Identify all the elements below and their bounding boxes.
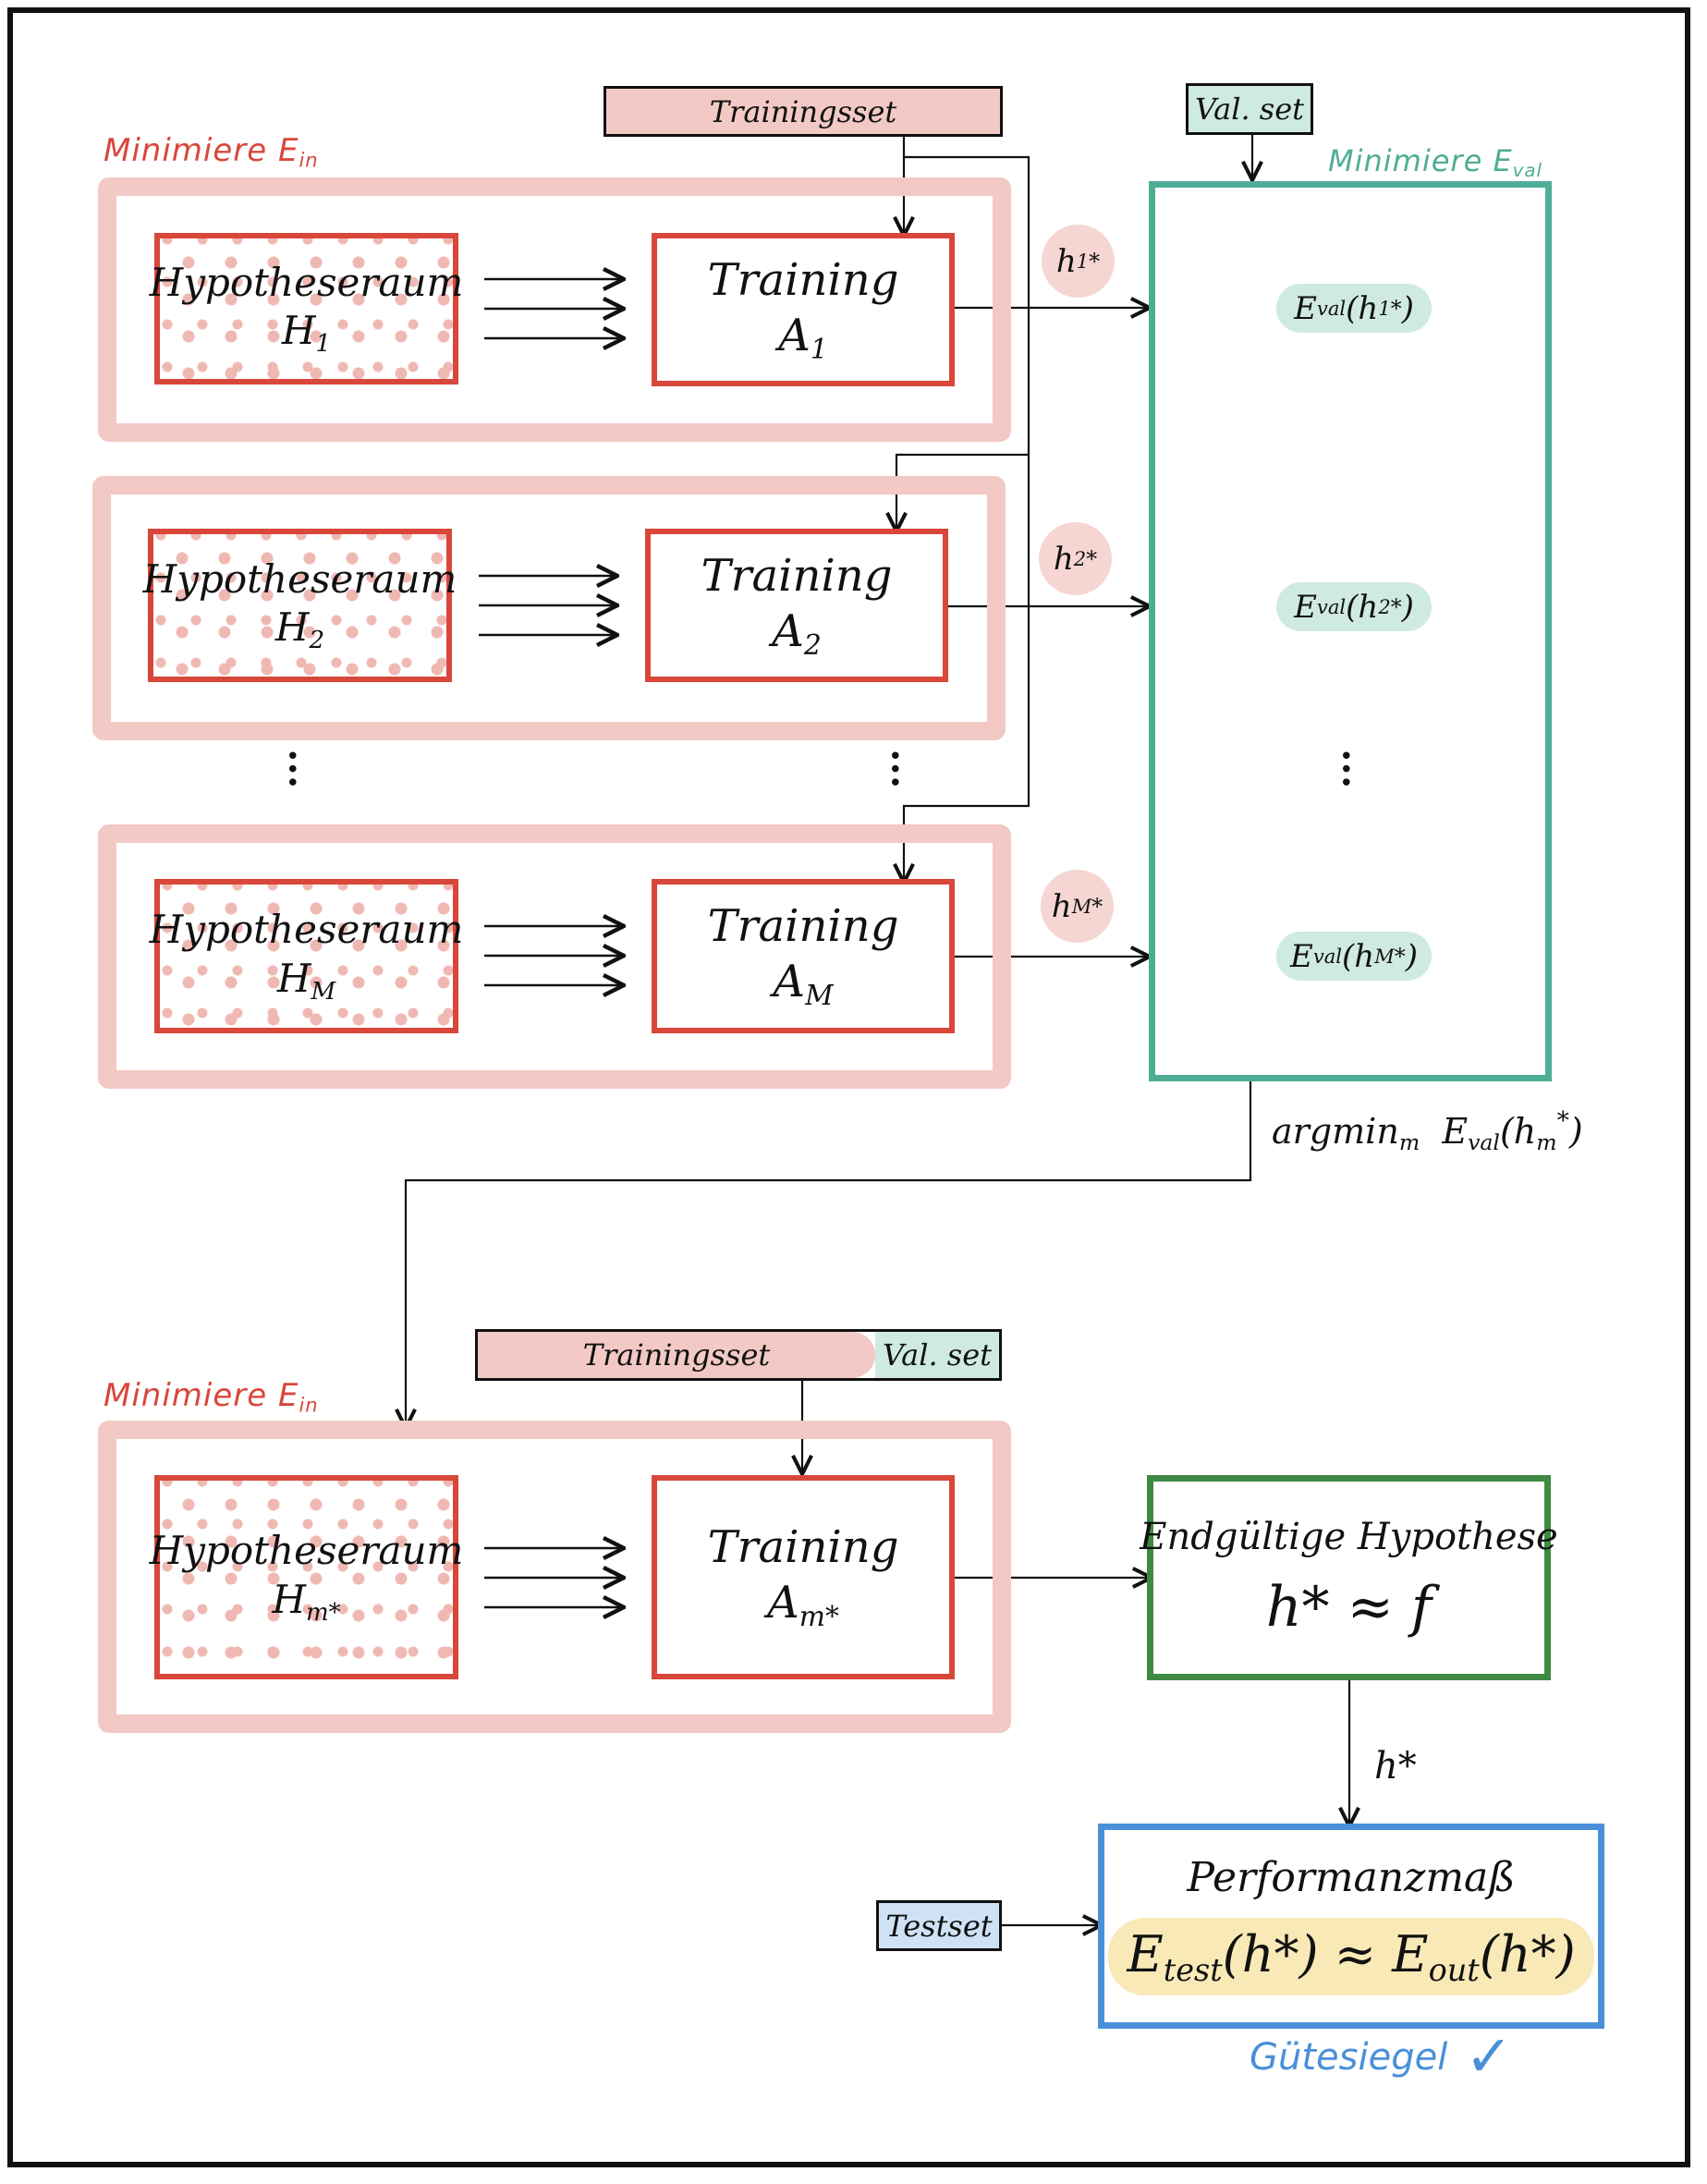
performance-title: Performanzmaß xyxy=(1187,1854,1516,1901)
check-icon: ✓ xyxy=(1465,2022,1513,2090)
ellipsis-validation: ... xyxy=(1331,747,1394,787)
arrow-branch-to-training-2 xyxy=(896,453,1029,531)
quality-seal-label: Gütesiegel xyxy=(1250,2036,1448,2079)
label-minimize-eval: Minimiere Eval xyxy=(1328,143,1543,181)
ellipsis-training: ... xyxy=(880,747,943,787)
hypothesis-symbol: Hm* xyxy=(272,1576,341,1627)
hypothesis-title: Hypotheseraum xyxy=(149,907,464,953)
combined-valset: Val. set xyxy=(875,1332,999,1378)
final-hypothesis-formula: h* ≈ f xyxy=(1265,1575,1433,1640)
arrow-argmin-to-final-model xyxy=(406,1080,1252,1428)
trainingsset-box: Trainingsset xyxy=(604,86,1003,137)
model-group-2 xyxy=(92,476,1006,740)
model-group-1 xyxy=(98,177,1011,442)
training-title: Training xyxy=(707,900,899,953)
model-group-final xyxy=(98,1421,1011,1733)
hypothesis-space-final: Hypotheseraum Hm* xyxy=(150,1475,463,1679)
hypothesis-space-m: Hypotheseraum HM xyxy=(150,879,463,1033)
outer-frame xyxy=(7,7,1690,2167)
combined-set-box: Trainingsset Val. set xyxy=(475,1329,1002,1381)
algorithm-symbol: A1 xyxy=(778,309,828,366)
final-hypothesis-title: Endgültige Hypothese xyxy=(1140,1516,1558,1558)
hypothesis-title: Hypotheseraum xyxy=(142,555,457,602)
h-star-label: h* xyxy=(1374,1745,1417,1787)
algorithm-symbol: A2 xyxy=(772,604,822,662)
training-title: Training xyxy=(701,549,893,602)
combined-trainingsset: Trainingsset xyxy=(478,1332,875,1378)
algorithm-symbol: AM xyxy=(773,956,834,1013)
hypothesis-symbol: H2 xyxy=(274,604,325,654)
hypothesis-symbol: H1 xyxy=(281,308,332,358)
label-minimize-ein-bottom: Minimiere Ein xyxy=(104,1377,319,1417)
hypothesis-title: Hypotheseraum xyxy=(149,1528,464,1574)
ellipsis-hypothesis: ... xyxy=(277,747,340,787)
testset-box: Testset xyxy=(876,1900,1002,1951)
model-group-m xyxy=(98,824,1011,1089)
valset-box: Val. set xyxy=(1186,83,1313,135)
argmin-label: argminm Eval(hm*) xyxy=(1272,1106,1583,1156)
final-hypothesis-box: Endgültige Hypothese h* ≈ f xyxy=(1140,1475,1558,1680)
hypothesis-title: Hypotheseraum xyxy=(149,259,464,305)
performance-formula: Etest(h*) ≈ Eout(h*) xyxy=(1108,1918,1594,1996)
training-box-1: Training A1 xyxy=(652,233,955,386)
hypothesis-space-2: Hypotheseraum H2 xyxy=(143,529,457,682)
algorithm-symbol: Am* xyxy=(767,1577,839,1634)
label-minimize-ein-top: Minimiere Ein xyxy=(104,132,319,172)
training-box-2: Training A2 xyxy=(645,529,948,682)
training-box-final: Training Am* xyxy=(652,1475,955,1679)
performance-box: Performanzmaß Etest(h*) ≈ Eout(h*) xyxy=(1098,1824,1604,2029)
training-box-m: Training AM xyxy=(652,879,955,1033)
hypothesis-symbol: HM xyxy=(276,955,336,1006)
hypothesis-space-1: Hypotheseraum H1 xyxy=(150,233,463,384)
training-title: Training xyxy=(707,253,899,306)
training-title: Training xyxy=(707,1521,899,1574)
